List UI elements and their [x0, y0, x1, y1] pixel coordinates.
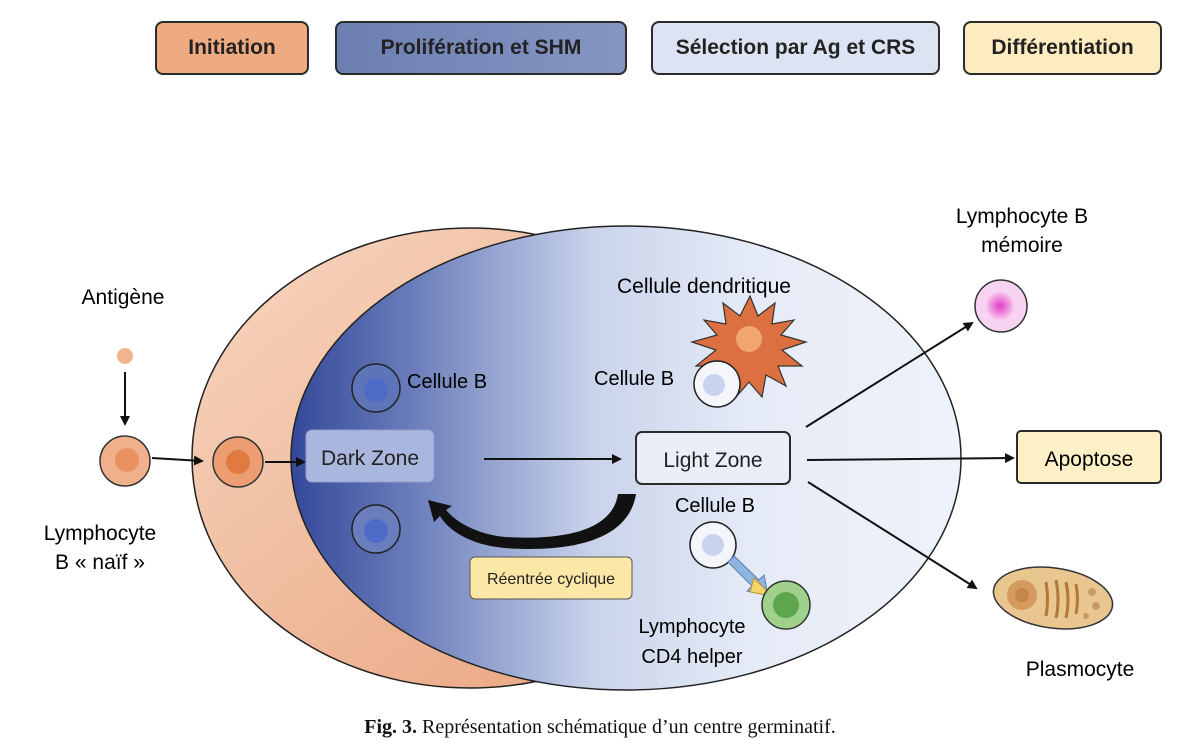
plasma-cell-er: [1044, 579, 1079, 619]
antigen-icon: [117, 348, 133, 364]
reentry-badge: [469, 556, 633, 600]
dark-zone-b-cell-upper-nucleus: [364, 378, 388, 402]
phase-selection-label: Sélection par Ag et CRS: [675, 36, 916, 59]
to-apoptosis-arrow: [806, 453, 1015, 464]
plasma-label: Plasmocyte: [1026, 658, 1135, 681]
dark-zone-b-cell-lower-nucleus: [364, 519, 388, 543]
phase-differentiation-label: Différentiation: [991, 36, 1134, 59]
plasma-cell-granule-3: [1083, 613, 1089, 619]
light-zone-label: Light Zone: [663, 449, 762, 472]
to-plasma-arrow: [807, 481, 978, 590]
apoptosis-label: Apoptose: [1045, 448, 1134, 471]
light-zone-b-cell-lower-nucleus: [702, 534, 724, 556]
reentry-label: Réentrée cyclique: [487, 571, 615, 588]
phase-differentiation: Différentiation: [963, 21, 1162, 75]
plasma-cell-granule-2: [1092, 602, 1100, 610]
dark-zone-label: Dark Zone: [321, 447, 419, 470]
memory-label-line1: Lymphocyte B: [956, 205, 1088, 228]
cd4-label-line2: CD4 helper: [641, 646, 743, 668]
naive-label-line1: Lymphocyte: [44, 522, 156, 545]
plasma-cell-nucleus-dot: [1015, 588, 1029, 602]
naive-b-cell-nucleus: [115, 448, 139, 472]
memory-label-line2: mémoire: [981, 234, 1063, 257]
phase-initiation: Initiation: [155, 21, 309, 75]
to-memory-arrow: [805, 321, 974, 428]
dendritic-cell-nucleus: [736, 326, 762, 352]
cd4-label-line1: Lymphocyte: [638, 616, 745, 638]
apoptosis-box: [1016, 430, 1162, 484]
antigen-label: Antigène: [82, 286, 165, 309]
phase-selection: Sélection par Ag et CRS: [651, 21, 940, 75]
dendritic-label: Cellule dendritique: [617, 275, 791, 298]
entering-b-cell-nucleus: [226, 450, 250, 474]
b-cell-dark-label: Cellule B: [407, 371, 487, 393]
phase-proliferation: Prolifération et SHM: [335, 21, 627, 75]
figure-caption: Fig. 3. Représentation schématique d’un …: [0, 716, 1200, 739]
phase-proliferation-label: Prolifération et SHM: [380, 36, 582, 59]
b-cell-light-label: Cellule B: [594, 368, 674, 390]
dark-zone-box: [305, 429, 435, 483]
light-zone-b-cell-upper-nucleus: [703, 374, 725, 396]
light-zone-box: [635, 431, 791, 485]
plasma-cell-granule-1: [1088, 588, 1096, 596]
naive-to-gc-arrow: [151, 455, 204, 466]
figure-caption-text: Représentation schématique d’un centre g…: [417, 716, 836, 738]
memory-b-cell-nucleus: [986, 292, 1014, 320]
phase-initiation-label: Initiation: [188, 36, 276, 59]
b-cell-lower-label: Cellule B: [675, 495, 755, 517]
naive-label-line2: B « naïf »: [55, 551, 145, 574]
figure-caption-label: Fig. 3.: [364, 716, 418, 738]
cyclic-reentry-arrow: [428, 494, 636, 549]
cd4-helper-cell-nucleus: [773, 592, 799, 618]
